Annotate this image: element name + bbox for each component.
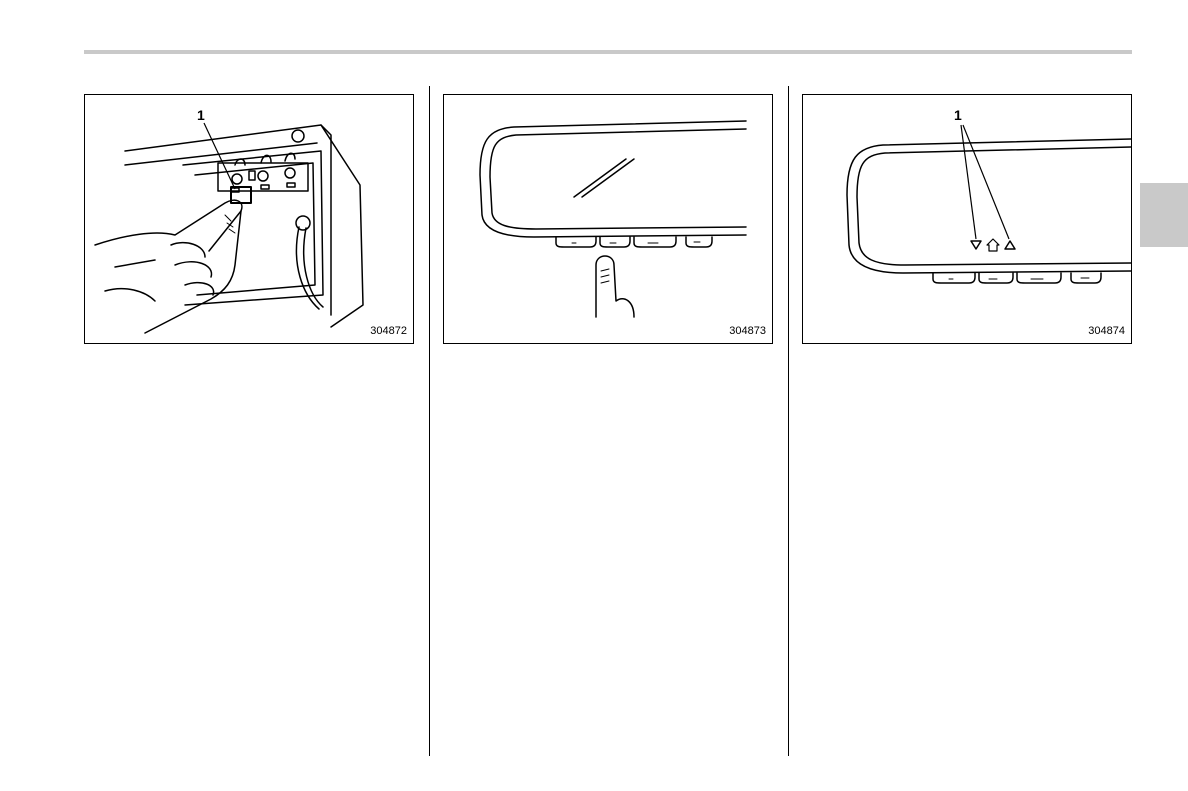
figure-code: 304874 [1088, 325, 1125, 337]
column-divider-left [429, 86, 430, 756]
figure-code: 304873 [729, 325, 766, 337]
figure-opener-learn-button: 1 304872 [84, 94, 414, 344]
column-divider-right [788, 86, 789, 756]
mirror-illustration [444, 95, 773, 344]
figure-mirror-indicators: 1 304874 [802, 94, 1132, 344]
header-rule [84, 50, 1132, 54]
callout-indicators: 1 [954, 107, 962, 123]
callout-learn-button: 1 [197, 107, 205, 123]
opener-unit-illustration [85, 95, 414, 344]
mirror-indicator-illustration [803, 95, 1132, 344]
figure-mirror-button-press: 304873 [443, 94, 773, 344]
chapter-tab [1140, 183, 1188, 247]
figure-code: 304872 [370, 325, 407, 337]
